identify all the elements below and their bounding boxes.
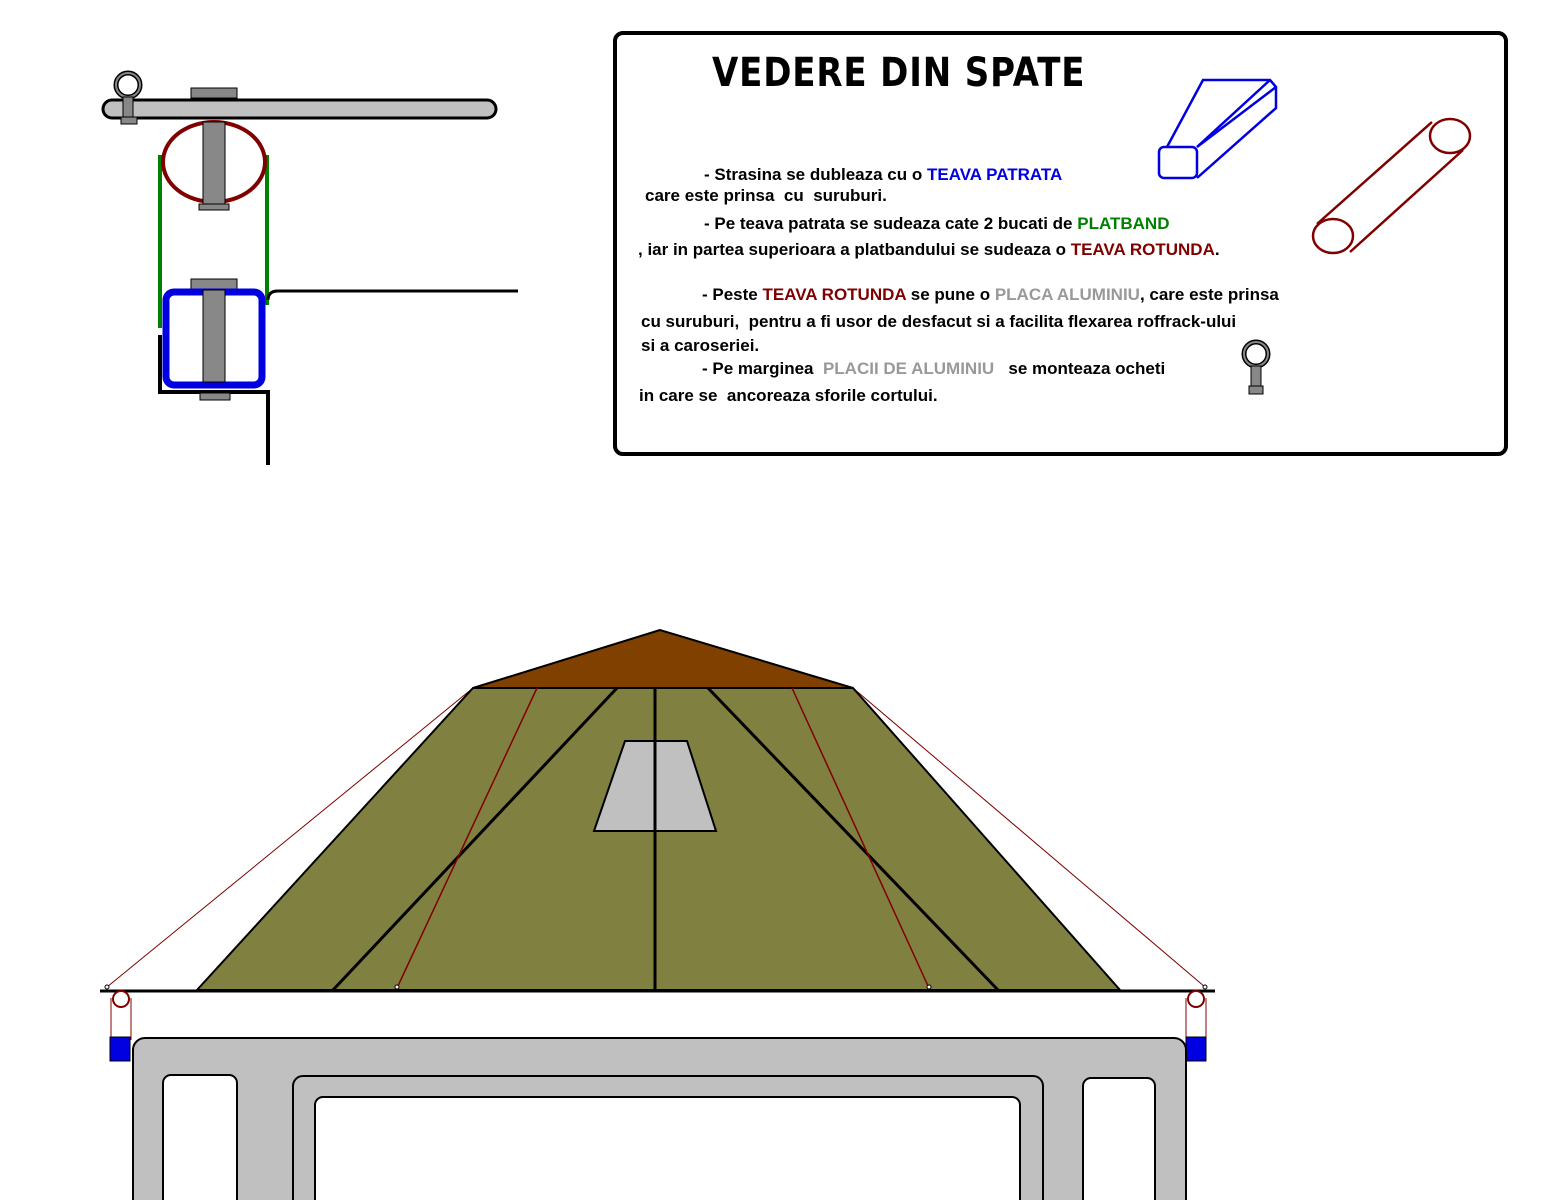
vehicle-window-left: [162, 1074, 238, 1200]
text-line: cu suruburi, pentru a fi usor de desfacu…: [641, 312, 1236, 332]
text-segment: PLACA ALUMINIU: [994, 285, 1140, 304]
aluminium-plate: [101, 98, 498, 120]
tent-rope-right: [852, 687, 1206, 988]
text-line: - Pe teava patrata se sudeaza cate 2 buc…: [704, 214, 1169, 234]
nut: [190, 87, 238, 99]
text-segment: PLATBAND: [1077, 214, 1170, 233]
text-line: care este prinsa cu suruburi.: [645, 186, 887, 206]
text-segment: in care se ancoreaza sforile cortului.: [639, 386, 938, 405]
text-segment: .: [1214, 240, 1220, 259]
text-segment: - Pe teava patrata se sudeaza cate 2 buc…: [704, 214, 1078, 233]
page-title: VEDERE DIN SPATE: [712, 50, 1086, 96]
text-segment: TEAVA ROTUNDA: [762, 285, 907, 304]
rack-left: [109, 990, 132, 1062]
text-line: - Strasina se dubleaza cu o TEAVA PATRAT…: [704, 165, 1062, 185]
text-segment: - Peste: [702, 285, 763, 304]
vehicle-rear-window: [314, 1096, 1021, 1200]
text-segment: se pune o: [906, 285, 995, 304]
text-segment: TEAVA ROTUNDA: [1070, 240, 1215, 259]
text-segment: , iar in partea superioara a platbandulu…: [638, 240, 1071, 259]
text-segment: PLACII DE ALUMINIU: [822, 359, 995, 378]
round-tube-icon: [1311, 117, 1472, 255]
text-segment: - Strasina se dubleaza cu o: [704, 165, 927, 184]
text-line: - Pe marginea PLACII DE ALUMINIU se mont…: [702, 359, 1165, 379]
square-tube-icon: [1157, 78, 1278, 180]
tent-rope-left: [106, 687, 474, 988]
text-segment: cu suruburi, pentru a fi usor de desfacu…: [641, 312, 1237, 331]
text-segment: - Pe marginea: [702, 359, 823, 378]
rear-view: [100, 628, 1215, 1200]
text-segment: TEAVA PATRATA: [926, 165, 1063, 184]
tent: [194, 687, 1123, 991]
text-segment: se monteaza ocheti: [994, 359, 1166, 378]
text-line: in care se ancoreaza sforile cortului.: [639, 386, 938, 406]
eye-bolt-icon: [1241, 339, 1271, 395]
text-segment: care este prinsa cu suruburi.: [645, 186, 887, 205]
cross-section-detail: [101, 70, 518, 465]
body-edge: [158, 335, 270, 465]
tent-roof-top: [472, 628, 854, 689]
text-line: si a caroseriei.: [641, 336, 759, 356]
text-line: - Peste TEAVA ROTUNDA se pune o PLACA AL…: [702, 285, 1279, 305]
rack-right: [1185, 990, 1207, 1062]
text-line: , iar in partea superioara a platbandulu…: [638, 240, 1220, 260]
vehicle-window-right: [1082, 1077, 1156, 1200]
info-box: [613, 31, 1508, 456]
text-segment: si a caroseriei.: [641, 336, 760, 355]
text-segment: , care este prinsa: [1139, 285, 1279, 304]
